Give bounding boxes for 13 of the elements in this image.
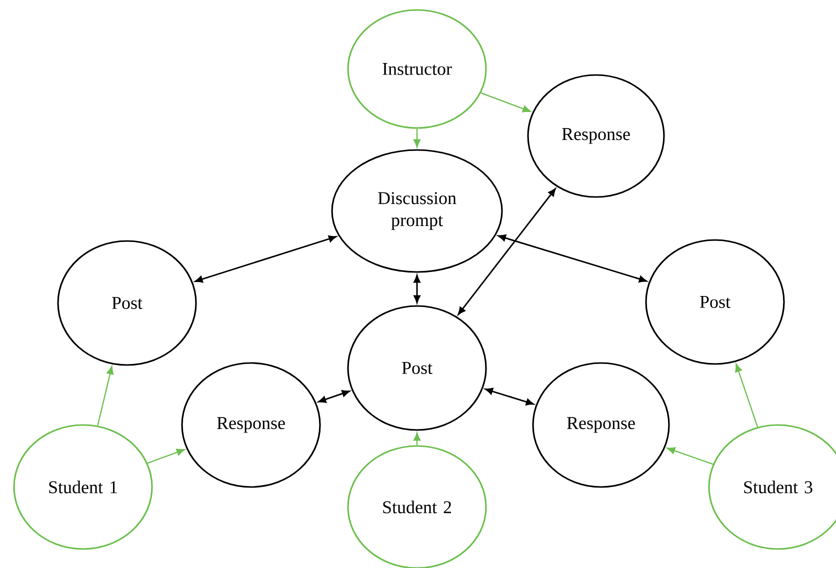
arrow	[498, 234, 647, 282]
arrow	[147, 448, 185, 464]
arrow	[414, 274, 420, 304]
arrow	[480, 92, 531, 112]
arrow	[97, 366, 114, 426]
arrow	[413, 128, 421, 148]
arrow	[318, 390, 350, 403]
arrow	[485, 388, 534, 406]
arrow	[666, 447, 714, 465]
arrow	[735, 364, 758, 428]
arrow	[413, 432, 421, 446]
arrow	[194, 235, 336, 283]
arrow	[458, 188, 556, 315]
